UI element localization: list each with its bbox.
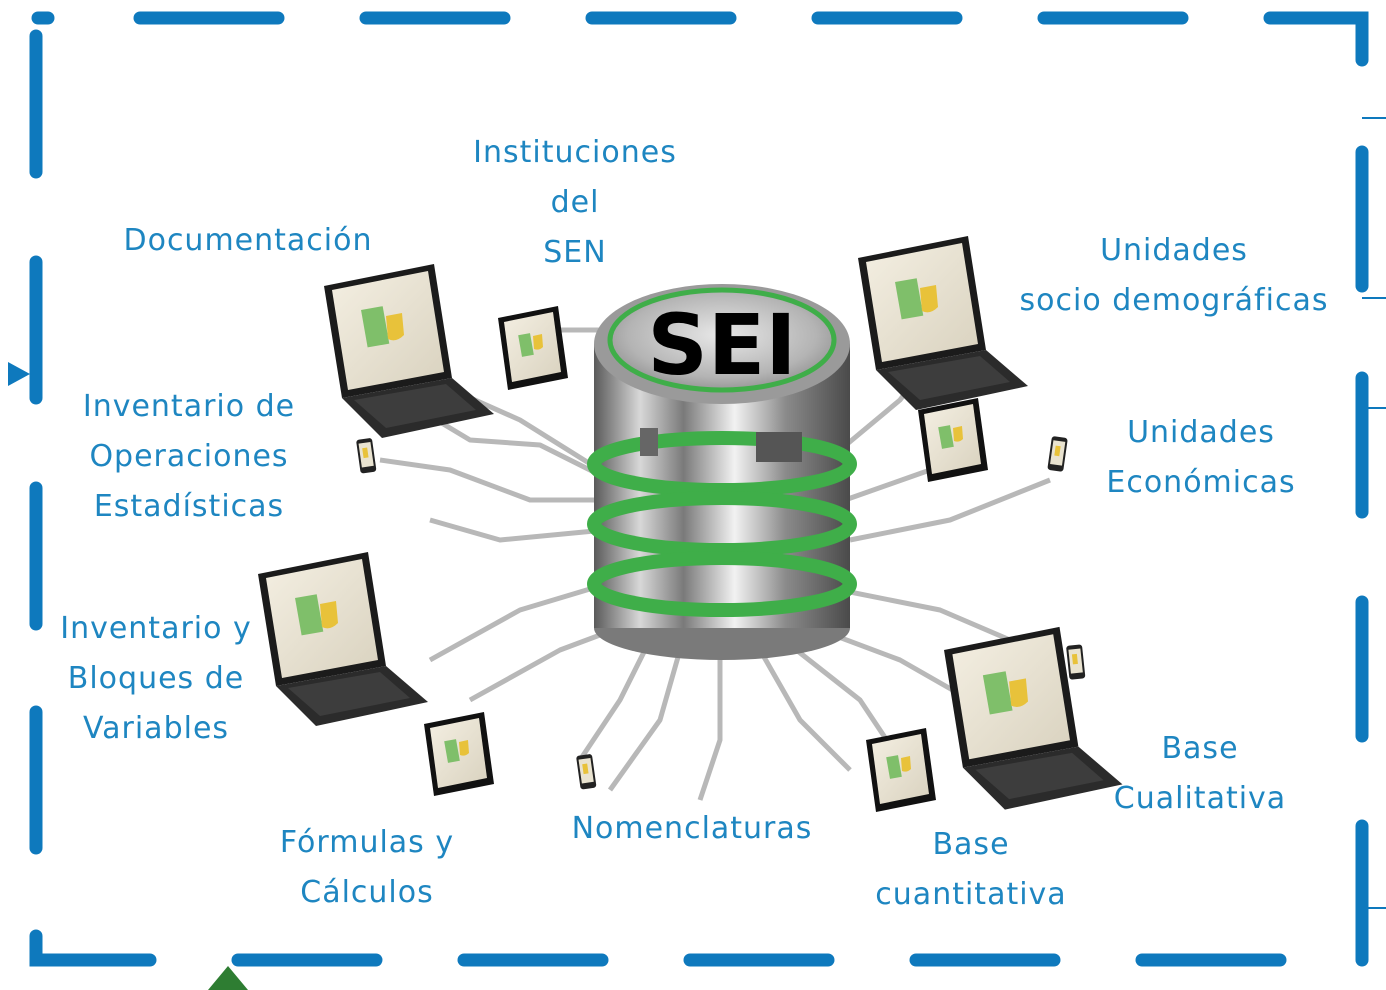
node-line: Base: [1161, 731, 1239, 766]
node-line: Variables: [82, 711, 230, 746]
node-line: Unidades: [1100, 233, 1248, 268]
node-instituciones: Instituciones del SEN: [444, 128, 706, 278]
tablet-icon: [498, 306, 568, 390]
node-line: Bloques de: [67, 661, 245, 696]
node-inventario-vars: Inventario y Bloques de Variables: [46, 604, 266, 754]
node-line: socio demográficas: [1019, 283, 1329, 318]
node-line: Documentación: [123, 223, 373, 258]
node-line: Inventario y: [60, 611, 252, 646]
phone-icon: [356, 437, 377, 474]
arrow-marker-icon: [8, 362, 30, 386]
node-nomenclaturas: Nomenclaturas: [548, 804, 836, 854]
tablet-icon: [424, 712, 494, 796]
database-icon: SEI: [587, 284, 857, 660]
dashed-frame: [29, 11, 1369, 967]
laptop-icon: [324, 264, 494, 438]
node-line: Instituciones: [473, 135, 677, 170]
node-line: Nomenclaturas: [571, 811, 813, 846]
phone-icon: [576, 753, 597, 790]
center-label: SEI: [647, 296, 796, 394]
node-sociodemo: Unidades socio demográficas: [998, 226, 1350, 326]
node-line: Cualitativa: [1113, 781, 1287, 816]
laptop-icon: [944, 626, 1123, 810]
node-economicas: Unidades Económicas: [1086, 408, 1316, 508]
node-cualitativa: Base Cualitativa: [1100, 724, 1300, 824]
node-line: cuantitativa: [875, 877, 1067, 912]
node-line: Unidades: [1127, 415, 1275, 450]
node-documentacion: Documentación: [100, 216, 396, 266]
node-inventario-ops: Inventario de Operaciones Estadísticas: [58, 382, 320, 532]
laptop-icon: [258, 552, 428, 726]
node-line: Cálculos: [300, 875, 434, 910]
node-line: Inventario de: [82, 389, 296, 424]
tablet-icon: [918, 398, 988, 482]
node-formulas: Fórmulas y Cálculos: [262, 818, 472, 918]
node-cuantitativa: Base cuantitativa: [862, 820, 1080, 920]
phone-icon: [1047, 436, 1068, 472]
phone-icon: [1066, 644, 1086, 680]
node-line: Fórmulas y: [279, 825, 455, 860]
node-line: Estadísticas: [93, 489, 285, 524]
arrow-marker-icon: [208, 966, 248, 990]
node-line: del: [550, 185, 600, 220]
node-line: Económicas: [1106, 465, 1296, 500]
node-line: SEN: [543, 235, 607, 270]
tablet-icon: [866, 728, 936, 812]
node-line: Base: [932, 827, 1010, 862]
node-line: Operaciones: [89, 439, 289, 474]
